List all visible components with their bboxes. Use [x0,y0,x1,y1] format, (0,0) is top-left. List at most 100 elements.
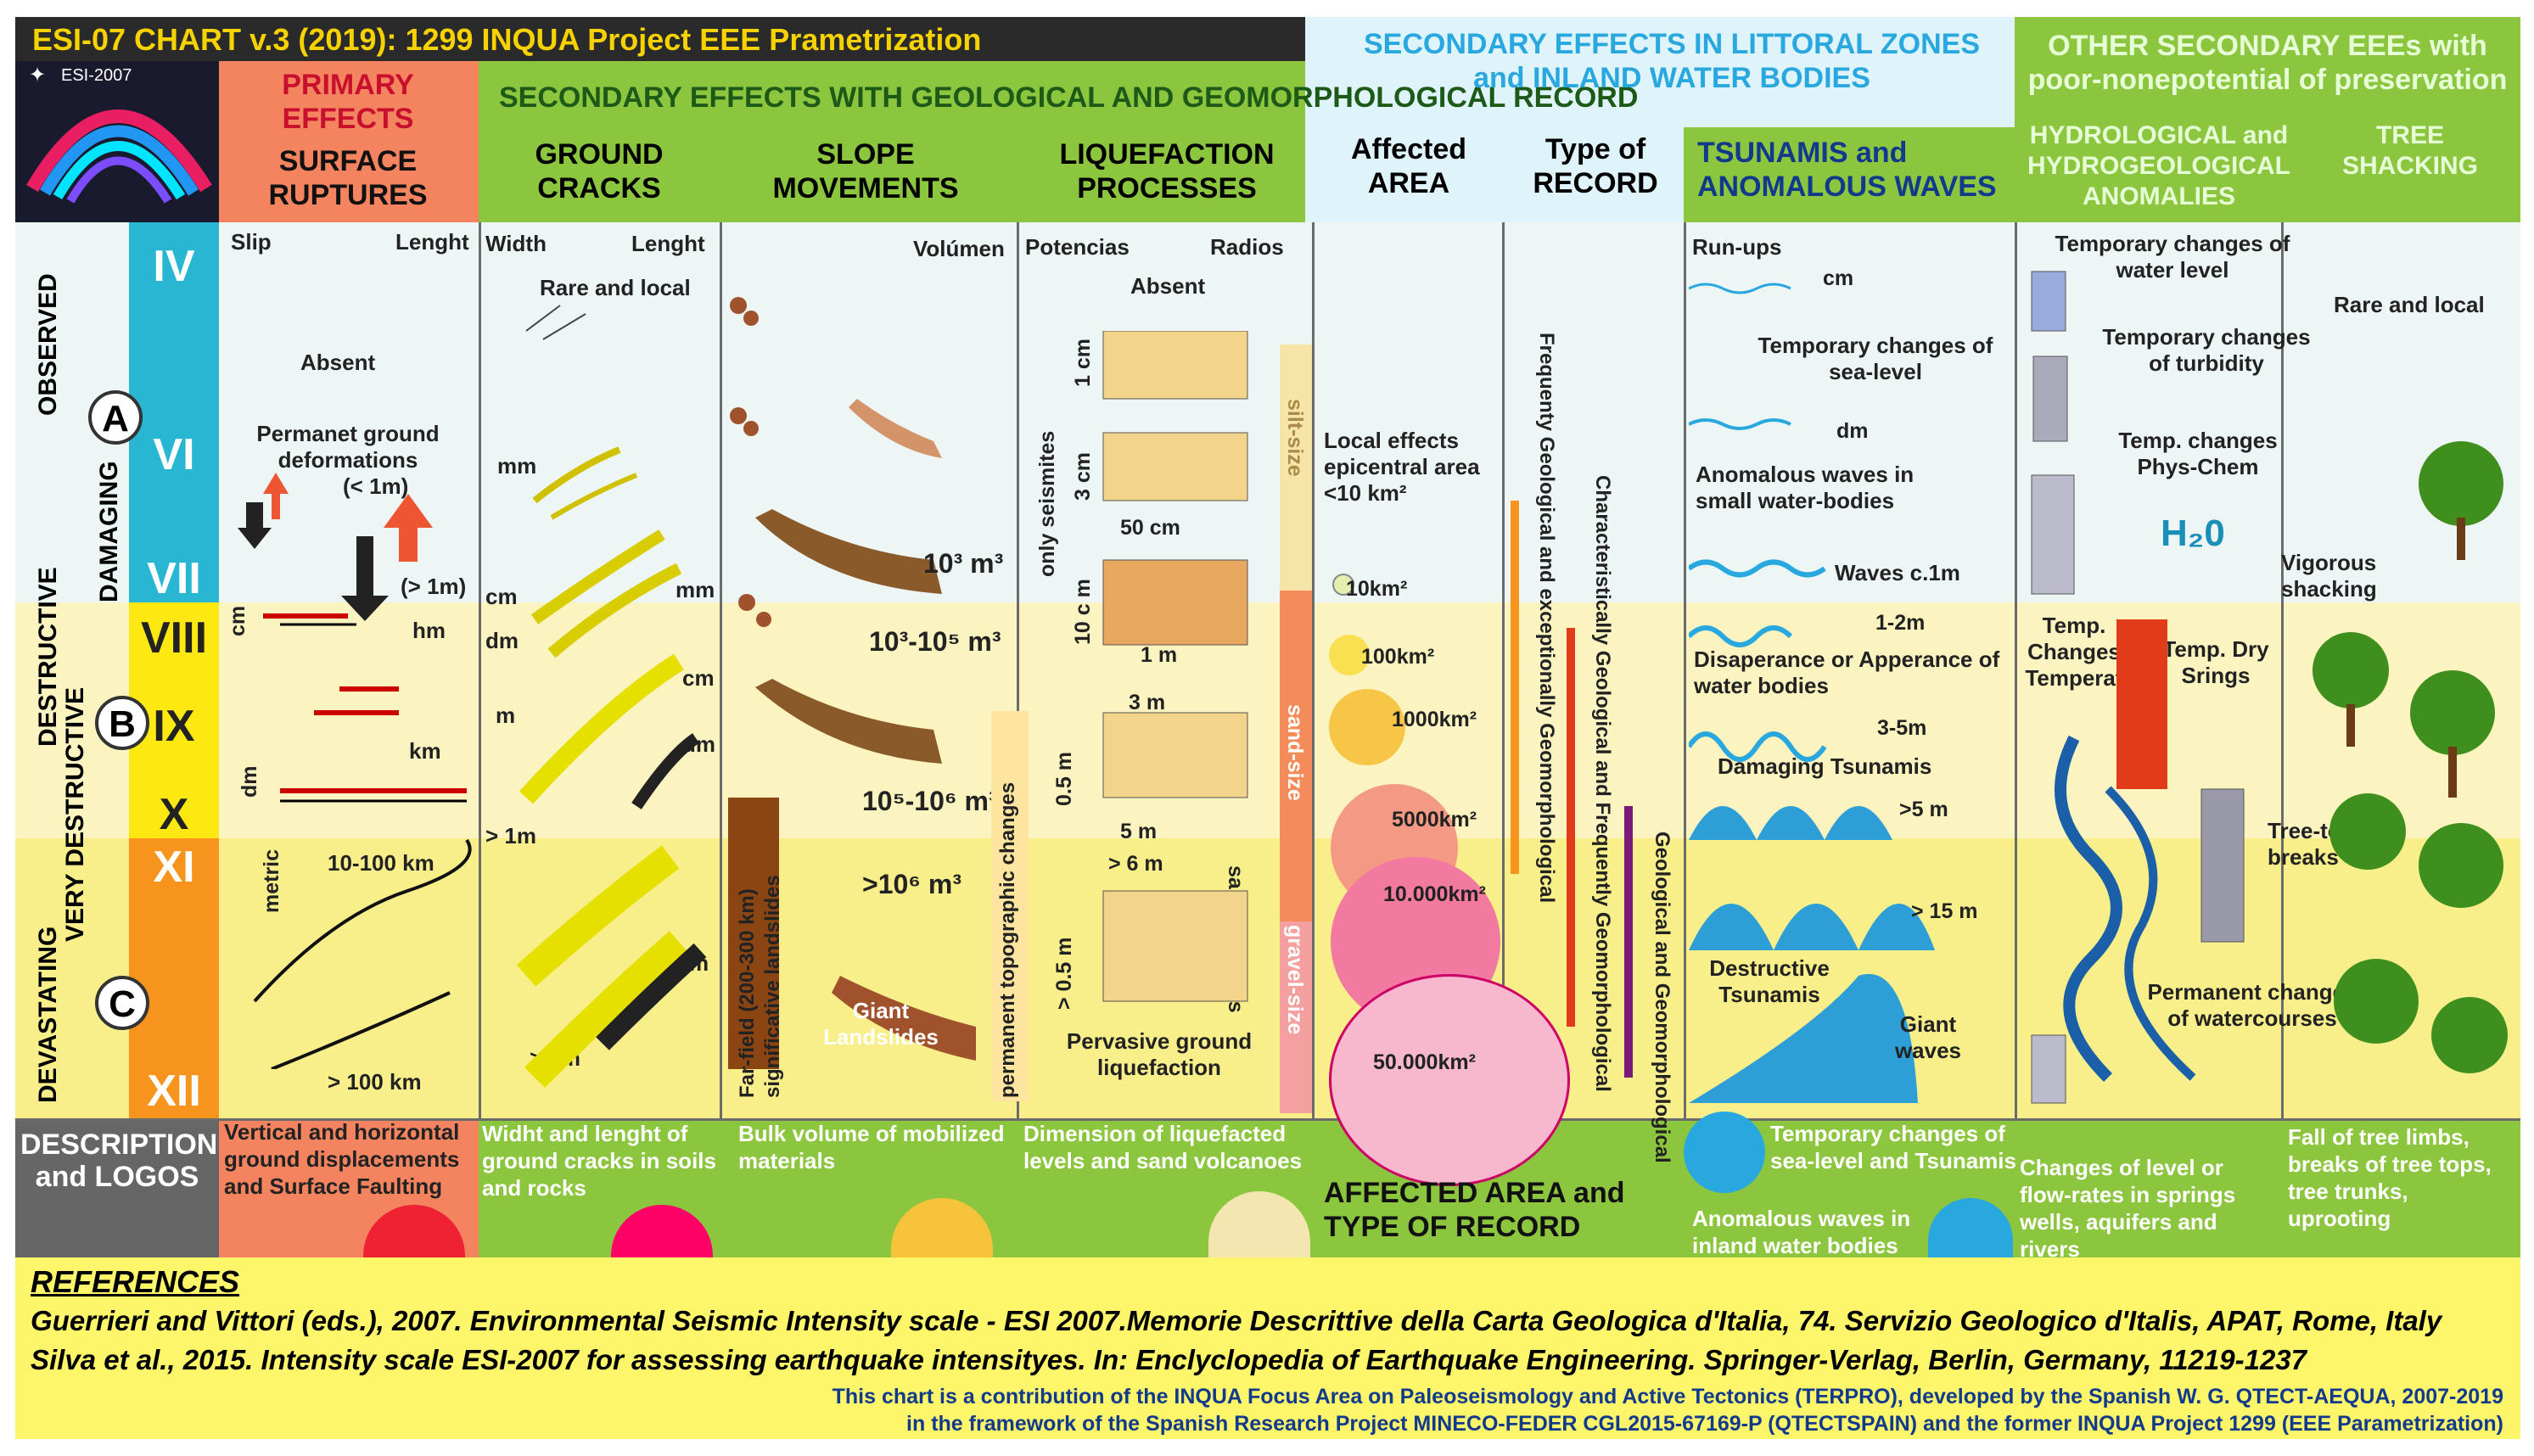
cracks-mm2: mm [676,577,715,602]
tsunami-icons [1686,263,2011,1112]
liq-6m: > 6 m [1108,852,1163,876]
level-devastating: DEVASTATING [34,926,62,1103]
area-circle-100 [1329,635,1370,675]
liq-05m: 0.5 m [1052,752,1076,806]
surface-lt1m: (< 1m) [343,473,409,499]
hydro-h2o: H₂0 [2161,512,2225,554]
hydro-t5: Temp. Dry Srings [2162,636,2269,688]
affected-area-header: Affected AREA [1350,133,1467,199]
liq-sand-size: sand-size [1283,704,1307,801]
tsu-disap: Disaperance or Apperance of water bodies [1694,647,2000,698]
level-letter-b: B [95,696,149,750]
liq-3m: 3 m [1129,691,1166,714]
slope-icon [721,280,1010,1095]
hydro-t3: Temp. changes Phys-Chem [2118,428,2278,479]
desc-area: AFFECTED AREA and TYPE OF RECORD [1324,1177,1625,1243]
intensity-iv: IV [153,242,195,291]
slope-movements-header: SLOPE MOVEMENTS [772,138,959,204]
hydro-perm: Permanent changes of watercourses [2147,979,2357,1031]
cracks-m: m [496,703,516,728]
area-100: 100km² [1361,645,1435,669]
tree-vigorous: Vigorous shacking [2281,550,2377,602]
slope-giant: Giant Landslides [823,998,939,1050]
tsu-destructive: Destructive Tsunamis [1709,955,1830,1007]
other-header-bg [2015,17,2520,222]
record-1: Frequenty Geological and exceptionally G… [1535,333,1558,904]
area-10: 10km² [1346,577,1408,601]
credit-2: in the framework of the Spanish Research… [906,1412,2503,1436]
record-arrow-purple [1624,806,1633,1078]
secondary-geo-header: SECONDARY EFFECTS WITH GEOLOGICAL AND GE… [499,81,1639,114]
liq-perm-topo: permanent topographic changes [996,781,1019,1098]
cracks-cm: cm [485,584,518,609]
surface-ruptures-header: SURFACE RUPTURES [268,145,428,211]
liquefaction-header: LIQUEFACTION PROCESSES [1059,138,1275,204]
desc-slope: Bulk volume of mobilized materials [738,1121,1005,1173]
area-10000: 10.000km² [1383,882,1486,906]
slope-vol-3: 10⁵-10⁶ m³ [862,786,998,816]
esi-logo: ESI-2007 ✦ [15,61,219,222]
surface-permanent: Permanet ground deformations [256,421,440,473]
subhead-lenght: Lenght [395,229,469,255]
slope-farfield: Far-field (200-300 km) significative lan… [736,875,784,1098]
level-destructive: DESTRUCTIVE [34,567,62,747]
reference-1: Guerrieri and Vittori (eds.), 2007. Envi… [31,1305,2442,1336]
tsu-damaging: Damaging Tsunamis [1718,753,1932,779]
liq-1m: 1 m [1141,643,1178,667]
references-label: REFERENCES [31,1264,240,1299]
cracks-gt1m: > 1m [485,823,536,848]
desc-tsu1: Temporary changes of sea-level and Tsuna… [1770,1121,2016,1173]
level-damaging: DAMAGING [95,461,123,602]
liq-05m-b: > 0.5 m [1052,937,1076,1010]
tsunami-logo-icon [1684,1112,1765,1193]
credit-1: This chart is a contribution of the INQU… [832,1385,2503,1408]
cracks-rare: Rare and local [540,275,691,300]
surface-10-100km: 10-100 km [328,850,434,876]
desc-hydro: Changes of level or flow-rates in spring… [2020,1155,2236,1262]
fault-scarps-icon [229,594,475,1071]
tree-header: TREE SHACKING [2341,121,2478,180]
area-50000: 50.000km² [1373,1050,1476,1074]
subhead-potencias: Potencias [1025,234,1130,260]
intensity-xi: XI [153,843,195,892]
subhead-radios: Radios [1210,234,1284,260]
tsu-12m: 1-2m [1875,611,1926,635]
liq-50cm: 50 cm [1120,516,1180,540]
area-local: Local effects epicentral area <10 km² [1324,428,1480,506]
subhead-lenght2: Lenght [631,231,705,256]
liq-gravel-size: gravel-size [1283,925,1307,1035]
roman-band-orange [129,838,219,1118]
hydro-icons [2023,263,2278,1112]
hydro-t1: Temporary changes of water level [2055,231,2290,283]
level-letter-c: C [95,976,149,1030]
subhead-width: Width [485,231,547,256]
liq-10cm: 10 c m [1071,579,1095,645]
tree-rare: Rare and local [2334,292,2485,317]
desc-tree: Fall of tree limbs, breaks of tree tops,… [2288,1124,2492,1231]
other-header: OTHER SECONDARY EEEs with poor-nonepoten… [2027,30,2508,96]
area-circle-10 [1332,574,1354,596]
subhead-slip: Slip [231,229,272,255]
surface-km: km [409,738,441,764]
intensity-viii: VIII [140,613,208,663]
references-bg [15,1257,2520,1439]
roman-band-cyan [129,222,219,602]
cracks-cm2: cm [682,665,715,691]
cracks-dm: dm [485,628,519,653]
hydro-t4: Temp. Changes Temperat [2025,613,2123,691]
tsu-anom-small: Anomalous waves in small water-bodies [1696,462,1915,513]
star-icon: ✦ [29,64,47,87]
intensity-xii: XII [147,1067,201,1116]
area-1000: 1000km² [1392,708,1477,731]
esi-logo-label: ESI-2007 [61,66,132,85]
record-2: Characteristically Geological and Freque… [1591,475,1614,1092]
record-arrow-red [1567,628,1575,1027]
area-circle-1000 [1329,689,1405,765]
subhead-runups: Run-ups [1692,234,1782,260]
surface-absent: Absent [300,350,376,375]
surface-gt100km: > 100 km [328,1069,422,1095]
area-circle-50000 [1329,974,1570,1186]
level-letter-a: A [88,390,143,445]
desc-surface: Vertical and horizontal ground displacem… [224,1119,460,1199]
reference-2: Silva et al., 2015. Intensity scale ESI-… [31,1344,2307,1375]
